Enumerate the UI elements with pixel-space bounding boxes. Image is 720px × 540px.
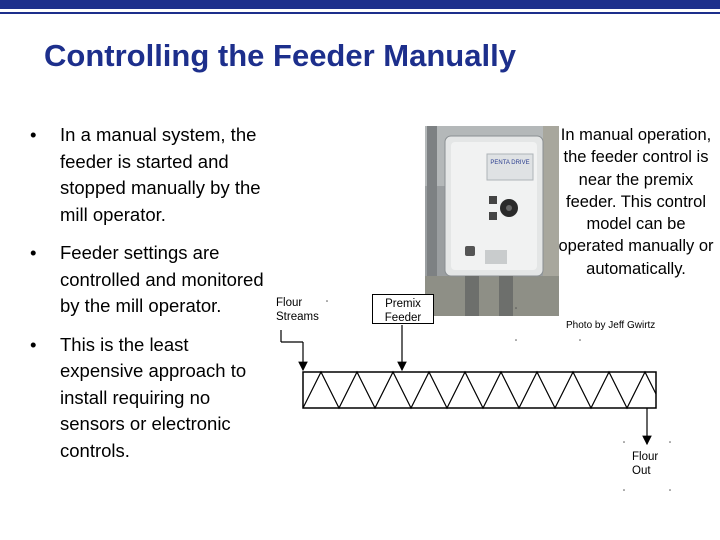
premix-feeder-box: Premix Feeder — [372, 294, 434, 324]
flour-out-label: Flour Out — [632, 450, 658, 478]
bullet-item: This is the least expensive approach to … — [30, 332, 270, 465]
bullet-item: Feeder settings are controlled and monit… — [30, 240, 270, 320]
svg-text:PENTA DRIVE: PENTA DRIVE — [490, 160, 529, 166]
flour-streams-line1: Flour — [276, 297, 303, 309]
photo-caption: In manual operation, the feeder control … — [558, 126, 714, 278]
auger-zigzag — [302, 370, 657, 410]
bullet-list: In a manual system, the feeder is starte… — [30, 122, 270, 476]
flour-out-line1: Flour — [632, 451, 659, 463]
conveyor-box — [302, 371, 657, 409]
flour-streams-line2: Streams — [276, 311, 319, 323]
premix-line1: Premix — [385, 298, 421, 310]
premix-line2: Feeder — [384, 312, 422, 324]
slide-title: Controlling the Feeder Manually — [44, 38, 516, 73]
feeder-control-photo: PENTA DRIVE — [425, 126, 559, 316]
top-accent-line — [0, 12, 720, 14]
flour-out-line2: Out — [632, 465, 651, 477]
flour-streams-label: Flour Streams — [276, 296, 319, 324]
bullet-item: In a manual system, the feeder is starte… — [30, 122, 270, 228]
top-accent-bar — [0, 0, 720, 9]
photo-credit: Photo by Jeff Gwirtz — [566, 320, 656, 331]
